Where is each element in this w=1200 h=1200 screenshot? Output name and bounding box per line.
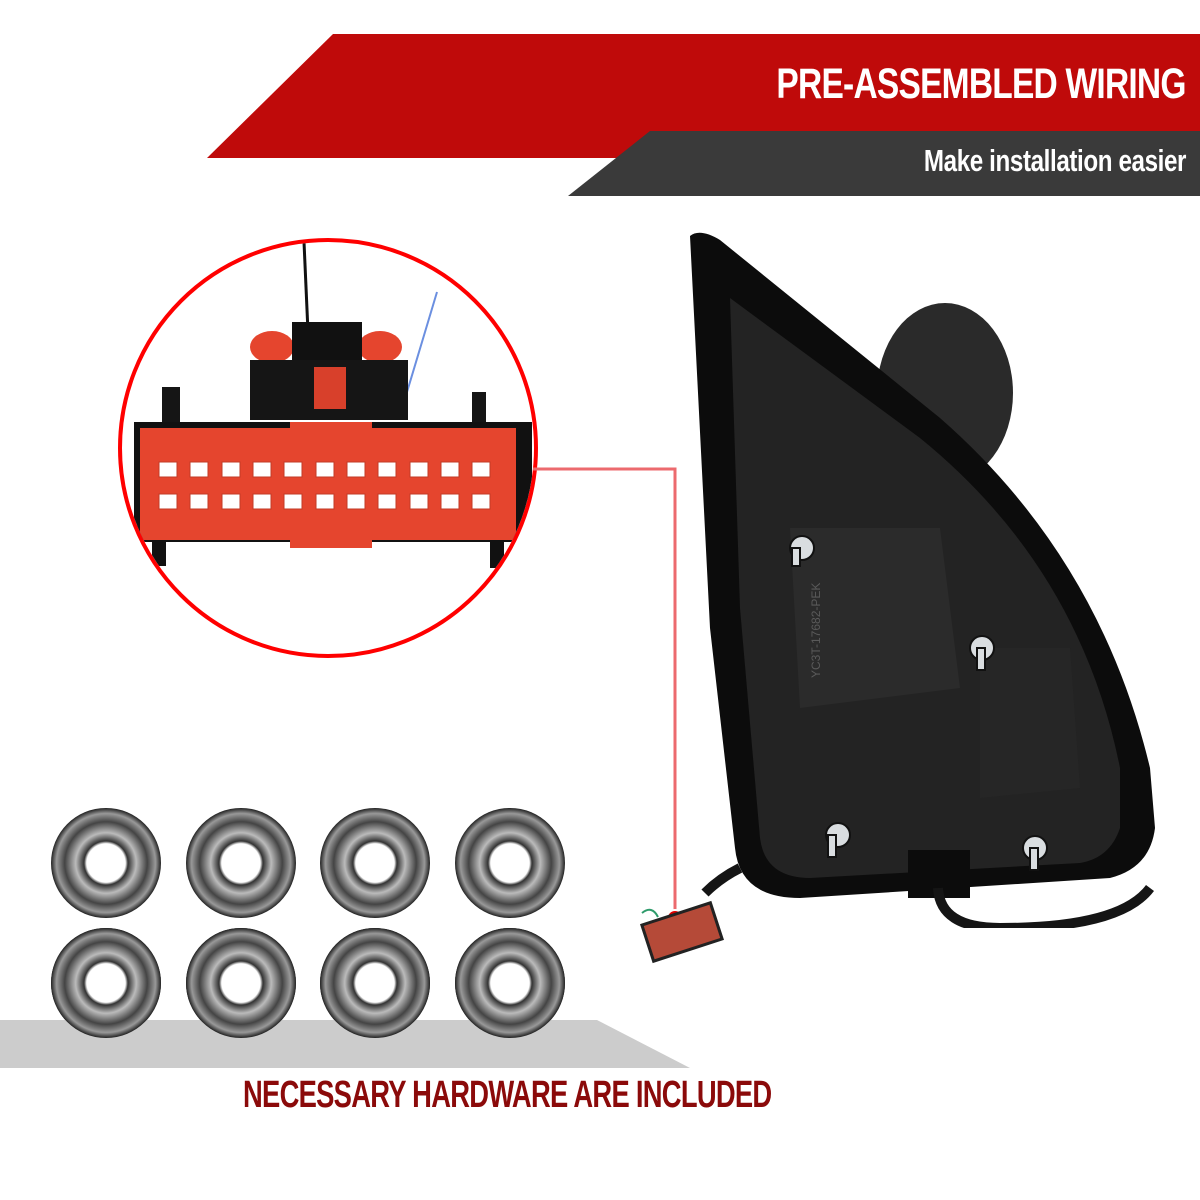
header-subtitle: Make installation easier <box>923 143 1187 178</box>
connector-zoom-icon <box>134 242 532 568</box>
hardware-row-2 <box>51 928 571 1045</box>
header-title: PRE-ASSEMBLED WIRING <box>776 60 1187 108</box>
harness-connector-icon <box>640 900 724 964</box>
dark-banner-shape <box>568 131 1200 196</box>
side-mirror-rear-housing-icon: YC3T-17682-PEK <box>690 232 1155 928</box>
hardware-caption: NECESSARY HARDWARE ARE INCLUDED <box>243 1074 772 1116</box>
svg-text:YC3T-17682-PEK: YC3T-17682-PEK <box>809 583 823 678</box>
mounting-studs <box>789 535 1048 871</box>
connector-zoom-callout <box>118 238 538 658</box>
red-banner-shape <box>207 34 1200 158</box>
header-banner <box>207 34 1200 196</box>
